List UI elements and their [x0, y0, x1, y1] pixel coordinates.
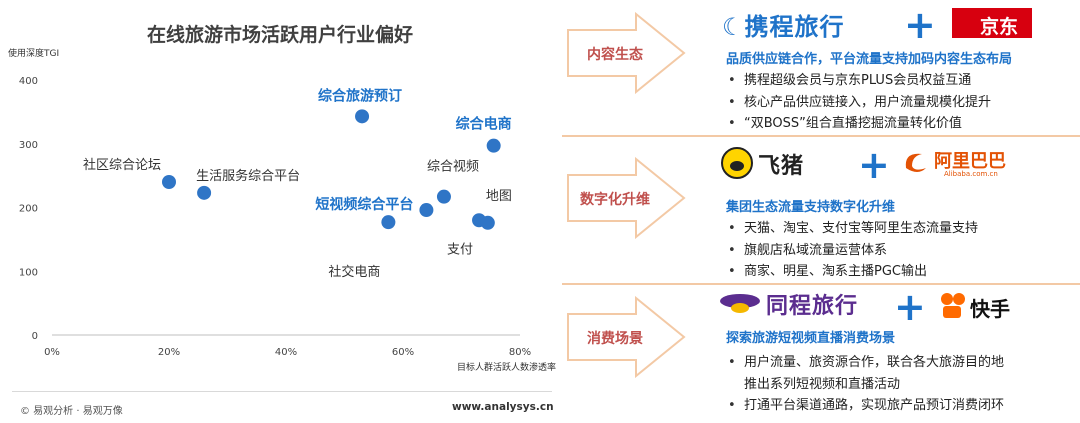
bullet-item: 商家、明星、淘系主播PGC输出	[728, 261, 978, 283]
bullet-item: 旗舰店私域流量运营体系	[728, 240, 978, 262]
bullet-item: 携程超级会员与京东PLUS会员权益互通	[728, 70, 991, 92]
footer-divider	[12, 391, 552, 392]
jd-logo-text: 京东	[980, 16, 1019, 38]
chart-title: 在线旅游市场活跃用户行业偏好	[146, 24, 413, 46]
section-divider	[562, 283, 1080, 285]
chart-panel: 在线旅游市场活跃用户行业偏好 使用深度TGI 目标人群活跃人数渗透率 0 100 200…	[8, 24, 556, 417]
data-label: 社交电商	[328, 264, 380, 280]
fliggy-pig-icon	[721, 147, 753, 179]
source-url[interactable]: www.analysys.cn	[452, 401, 554, 413]
data-label: 支付	[447, 242, 473, 257]
section-label-consumption: 消费场景	[587, 331, 643, 347]
section-headline: 集团生态流量支持数字化升维	[726, 200, 896, 215]
section-headline: 品质供应链合作，平台流量支持加码内容生态布局	[726, 52, 1013, 67]
data-label: 综合旅游预订	[318, 87, 402, 104]
data-point	[162, 175, 176, 189]
data-point	[381, 215, 396, 230]
alibaba-icon	[905, 153, 926, 172]
y-tick-label: 100	[19, 267, 38, 278]
data-point	[355, 109, 370, 124]
tongcheng-logo-text: 同程旅行	[766, 294, 859, 319]
data-label: 社区综合论坛	[83, 157, 161, 173]
y-tick-label: 0	[32, 331, 38, 342]
bullet-item: 天猫、淘宝、支付宝等阿里生态流量支持	[728, 218, 978, 240]
bullet-list: 天猫、淘宝、支付宝等阿里生态流量支持 旗舰店私域流量运营体系 商家、明星、淘系主…	[728, 218, 978, 283]
alibaba-logo-subtext: Alibaba.com.cn	[944, 170, 998, 178]
arrow-shape	[567, 12, 686, 94]
data-label: 短视频综合平台	[315, 196, 413, 213]
data-point	[486, 138, 501, 153]
data-point	[197, 185, 212, 200]
x-tick-label: 80%	[509, 347, 531, 358]
jd-logo	[952, 8, 1032, 38]
bullet-list: 携程超级会员与京东PLUS会员权益互通 核心产品供应链接入，用户流量规模化提升 …	[728, 70, 991, 135]
y-axis-label: 使用深度TGI	[8, 47, 59, 59]
section-label-content: 内容生态	[587, 47, 643, 63]
ctrip-logo: ☾携程旅行	[722, 13, 845, 41]
bullet-item: 核心产品供应链接入，用户流量规模化提升	[728, 92, 991, 114]
y-tick-label: 400	[19, 76, 38, 87]
tongcheng-icon	[720, 294, 760, 313]
data-label: 综合电商	[456, 116, 512, 133]
x-tick-label: 20%	[158, 347, 180, 358]
section-divider	[562, 135, 1080, 137]
data-point	[436, 189, 451, 204]
data-label: 综合视频	[427, 160, 479, 175]
fliggy-logo-text: 飞猪	[758, 154, 805, 179]
ctrip-icon: ☾	[722, 13, 745, 41]
alibaba-logo-text: 阿里巴巴	[934, 151, 1006, 172]
plus-icon: +	[858, 143, 890, 187]
section-label-digital: 数字化升维	[580, 192, 650, 208]
scatter-chart: 使用深度TGI 目标人群活跃人数渗透率 0 100 200 300 400 0% 20% 40% 6…	[8, 47, 556, 373]
plus-icon: +	[894, 285, 926, 329]
x-axis-label: 目标人群活跃人数渗透率	[457, 361, 556, 373]
x-tick-label: 60%	[392, 347, 414, 358]
y-tick-label: 200	[19, 204, 38, 215]
source-note: © 易观分析 · 易观万像	[20, 406, 123, 417]
kuaishou-logo-text: 快手	[970, 297, 1010, 321]
kuaishou-icon	[941, 293, 965, 318]
section-headline: 探索旅游短视频直播消费场景	[726, 331, 896, 346]
plus-icon: +	[904, 3, 936, 47]
data-point	[419, 203, 434, 218]
y-tick-label: 300	[19, 140, 38, 151]
x-tick-label: 40%	[275, 347, 297, 358]
data-label: 生活服务综合平台	[196, 168, 300, 184]
bullet-item: 打通平台渠道通路，实现旅产品预订消费闭环	[728, 395, 1004, 417]
arrow-shape	[567, 296, 686, 378]
arrow-shape	[567, 157, 686, 239]
x-tick-label: 0%	[44, 347, 60, 358]
bullet-item: “双BOSS”组合直播挖掘流量转化价值	[728, 113, 991, 135]
data-point	[480, 215, 495, 230]
data-label: 地图	[486, 189, 512, 204]
